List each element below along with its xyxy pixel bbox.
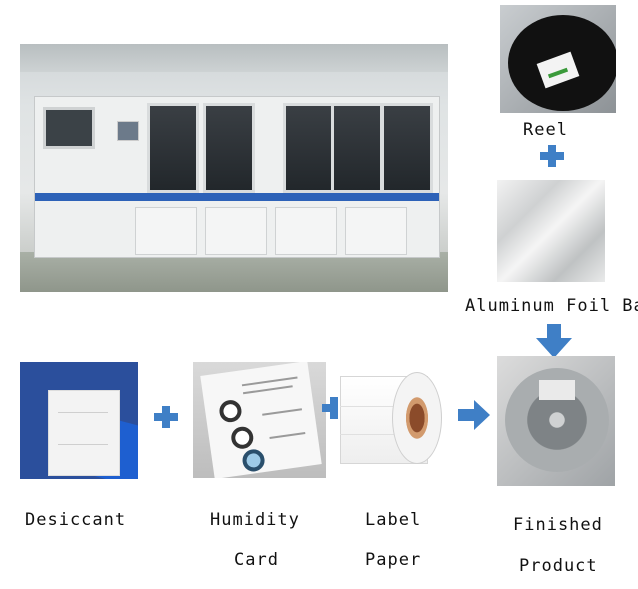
machine-panel	[345, 207, 407, 255]
label-paper-photo	[338, 358, 448, 470]
humidity-card-label-line1: Humidity	[210, 510, 300, 530]
finished-product-label-line2: Product	[519, 556, 598, 576]
desiccant-label: Desiccant	[25, 510, 127, 530]
label-separator	[340, 406, 406, 407]
label-paper-label-line2: Paper	[365, 550, 422, 570]
desiccant-pack	[48, 390, 120, 476]
plus-icon	[540, 145, 564, 167]
ceiling	[20, 44, 448, 72]
humidity-dot	[241, 448, 266, 473]
finished-product-photo	[497, 356, 615, 486]
finished-product-label-line1: Finished	[513, 515, 603, 535]
arrow-right-icon	[458, 400, 490, 430]
label-separator	[340, 434, 406, 435]
card-text-line	[262, 408, 303, 416]
machine-window	[331, 103, 383, 193]
machine-panel	[135, 207, 197, 255]
machine-window	[381, 103, 433, 193]
plus-icon	[154, 406, 178, 428]
plus-icon	[322, 397, 346, 419]
arrow-down-icon	[536, 324, 572, 358]
humidity-dot	[218, 398, 243, 424]
packaging-machine-photo	[20, 44, 448, 292]
pack-seam	[58, 412, 108, 413]
desiccant-photo	[20, 362, 138, 479]
machine-screen	[43, 107, 95, 149]
machine-panel	[275, 207, 337, 255]
label-paper-label-line1: Label	[365, 510, 422, 530]
aluminum-foil-bag-photo	[497, 180, 605, 282]
pack-seam	[58, 444, 108, 445]
card-text-line	[269, 431, 306, 439]
machine-window	[203, 103, 255, 193]
floor	[20, 252, 448, 292]
machine-window	[283, 103, 335, 193]
card-text-line	[242, 385, 293, 395]
machine-window	[147, 103, 199, 193]
machine-panel	[205, 207, 267, 255]
humidity-card-photo	[193, 362, 326, 478]
humidity-dot	[229, 425, 255, 451]
finished-product-sticker	[539, 380, 575, 400]
machine-body	[34, 96, 440, 258]
machine-stripe	[35, 193, 439, 201]
foil-bag-label: Aluminum Foil Bag	[465, 296, 638, 316]
reel-label: Reel	[523, 120, 568, 140]
label-roll-core	[392, 372, 442, 464]
machine-controls	[117, 121, 139, 141]
humidity-card	[200, 362, 322, 478]
humidity-card-label-line2: Card	[234, 550, 279, 570]
reel-photo	[500, 5, 616, 113]
